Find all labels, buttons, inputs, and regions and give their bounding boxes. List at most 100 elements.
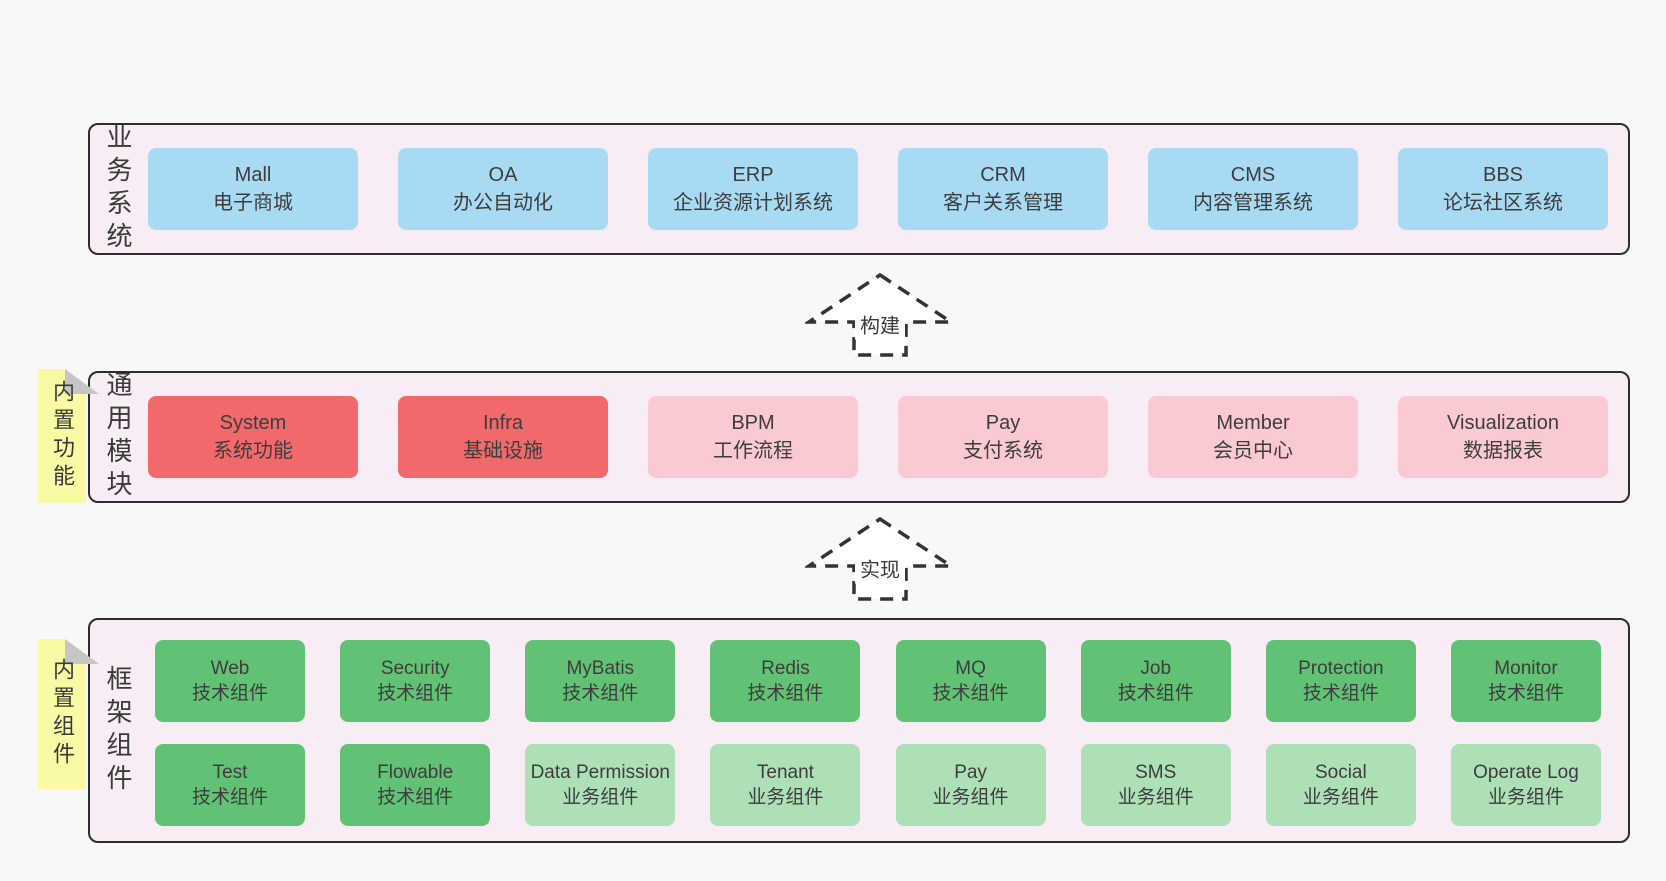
box-system: System 系统功能: [148, 396, 358, 478]
box-sms-subtitle: 业务组件: [1117, 787, 1194, 808]
box-security: Security 技术组件: [340, 640, 491, 722]
box-mq-subtitle: 技术组件: [932, 683, 1009, 704]
box-cms: CMS 内容管理系统: [1148, 148, 1358, 230]
box-social: Social 业务组件: [1265, 744, 1416, 826]
panel-common-modules: 通用模块 System 系统功能 Infra 基础设施 BPM 工作流程 Pay…: [88, 371, 1630, 503]
panel-components-side-label: 框架组件: [103, 664, 133, 797]
box-bpm-subtitle: 工作流程: [713, 440, 793, 462]
box-bbs: BBS 论坛社区系统: [1398, 148, 1608, 230]
box-cms-subtitle: 内容管理系统: [1193, 192, 1313, 214]
box-infra-subtitle: 基础设施: [463, 440, 543, 462]
box-monitor-title: Monitor: [1494, 658, 1558, 679]
box-redis-title: Redis: [761, 658, 810, 679]
box-web: Web 技术组件: [155, 640, 305, 722]
box-test-subtitle: 技术组件: [191, 787, 268, 808]
box-test-title: Test: [212, 762, 248, 783]
box-infra-title: Infra: [482, 412, 524, 434]
box-data-permission: Data Permission 业务组件: [525, 744, 676, 826]
box-oa: OA 办公自动化: [398, 148, 608, 230]
box-tenant-subtitle: 业务组件: [747, 787, 824, 808]
box-crm-title: CRM: [980, 164, 1026, 186]
box-mybatis-subtitle: 技术组件: [562, 683, 639, 704]
sticky-note-paper: [38, 639, 86, 789]
arrow-build: 构建: [805, 272, 955, 358]
box-protection: Protection 技术组件: [1265, 640, 1416, 722]
box-flowable: Flowable 技术组件: [340, 744, 491, 826]
box-mybatis-title: MyBatis: [566, 658, 635, 679]
panel-framework-components: 框架组件 Web 技术组件 Security 技术组件 MyBatis 技术组件…: [88, 618, 1630, 843]
box-sms: SMS 业务组件: [1080, 744, 1231, 826]
box-infra: Infra 基础设施: [398, 396, 608, 478]
box-flowable-subtitle: 技术组件: [377, 787, 454, 808]
box-pay-module: Pay 支付系统: [898, 396, 1108, 478]
box-social-subtitle: 业务组件: [1302, 787, 1379, 808]
box-pay-module-subtitle: 支付系统: [963, 440, 1043, 462]
box-operate-log: Operate Log 业务组件: [1450, 744, 1601, 826]
box-erp-title: ERP: [732, 164, 774, 186]
box-system-title: System: [219, 412, 287, 434]
panel-modules-side-label: 通用模块: [103, 371, 133, 503]
box-mq-title: MQ: [955, 658, 986, 679]
box-security-subtitle: 技术组件: [377, 683, 454, 704]
box-tenant: Tenant 业务组件: [710, 744, 861, 826]
business-box-row: Mall 电子商城 OA 办公自动化 ERP 企业资源计划系统 CRM 客户关系…: [148, 148, 1608, 230]
box-test: Test 技术组件: [155, 744, 305, 826]
box-redis-subtitle: 技术组件: [747, 683, 824, 704]
box-sms-title: SMS: [1135, 762, 1177, 783]
box-security-title: Security: [380, 658, 450, 679]
box-member-title: Member: [1216, 412, 1290, 434]
box-mall-title: Mall: [234, 164, 272, 186]
box-data-permission-title: Data Permission: [530, 762, 670, 783]
box-visualization: Visualization 数据报表: [1398, 396, 1608, 478]
box-bpm: BPM 工作流程: [648, 396, 858, 478]
box-erp: ERP 企业资源计划系统: [648, 148, 858, 230]
box-tenant-title: Tenant: [756, 762, 814, 783]
box-job-subtitle: 技术组件: [1117, 683, 1194, 704]
panel-business-side-label: 业务系统: [103, 123, 133, 255]
box-flowable-title: Flowable: [377, 762, 454, 783]
box-mq: MQ 技术组件: [895, 640, 1046, 722]
components-box-row-2: Test 技术组件 Flowable 技术组件 Data Permission …: [155, 744, 1601, 826]
box-bpm-title: BPM: [731, 412, 775, 434]
box-member-subtitle: 会员中心: [1213, 440, 1293, 462]
note-built-in-components: 内置组件: [38, 639, 99, 789]
modules-box-row: System 系统功能 Infra 基础设施 BPM 工作流程 Pay 支付系统…: [148, 396, 1608, 478]
box-web-title: Web: [210, 658, 250, 679]
box-oa-subtitle: 办公自动化: [453, 192, 553, 214]
arrow-implement: 实现: [805, 516, 955, 602]
box-bbs-title: BBS: [1482, 164, 1524, 186]
box-crm: CRM 客户关系管理: [898, 148, 1108, 230]
box-bbs-subtitle: 论坛社区系统: [1443, 192, 1563, 214]
box-protection-title: Protection: [1298, 658, 1384, 679]
box-erp-subtitle: 企业资源计划系统: [673, 192, 833, 214]
box-job: Job 技术组件: [1080, 640, 1231, 722]
note-built-in-features: 内置功能: [38, 369, 99, 503]
box-member: Member 会员中心: [1148, 396, 1358, 478]
note-built-in-components-label: 内置组件: [50, 658, 75, 770]
box-pay-component: Pay 业务组件: [895, 744, 1046, 826]
box-data-permission-subtitle: 业务组件: [562, 787, 639, 808]
box-protection-subtitle: 技术组件: [1302, 683, 1379, 704]
components-box-rows: Web 技术组件 Security 技术组件 MyBatis 技术组件 Redi…: [155, 640, 1601, 826]
box-monitor: Monitor 技术组件: [1450, 640, 1601, 722]
box-operate-log-title: Operate Log: [1473, 762, 1579, 783]
box-visualization-title: Visualization: [1447, 412, 1559, 434]
box-mall: Mall 电子商城: [148, 148, 358, 230]
box-job-title: Job: [1140, 658, 1172, 679]
box-pay-component-subtitle: 业务组件: [932, 787, 1009, 808]
note-built-in-features-label: 内置功能: [50, 380, 75, 492]
box-web-subtitle: 技术组件: [191, 683, 268, 704]
box-oa-title: OA: [488, 164, 518, 186]
panel-business-systems: 业务系统 Mall 电子商城 OA 办公自动化 ERP 企业资源计划系统 CRM…: [88, 123, 1630, 255]
box-monitor-subtitle: 技术组件: [1487, 683, 1564, 704]
arrow-build-label: 构建: [855, 308, 905, 340]
box-pay-component-title: Pay: [954, 762, 987, 783]
box-crm-subtitle: 客户关系管理: [943, 192, 1063, 214]
components-box-row-1: Web 技术组件 Security 技术组件 MyBatis 技术组件 Redi…: [155, 640, 1601, 722]
box-redis: Redis 技术组件: [710, 640, 861, 722]
box-operate-log-subtitle: 业务组件: [1487, 787, 1564, 808]
box-visualization-subtitle: 数据报表: [1463, 440, 1543, 462]
box-social-title: Social: [1314, 762, 1367, 783]
box-pay-module-title: Pay: [985, 412, 1021, 434]
